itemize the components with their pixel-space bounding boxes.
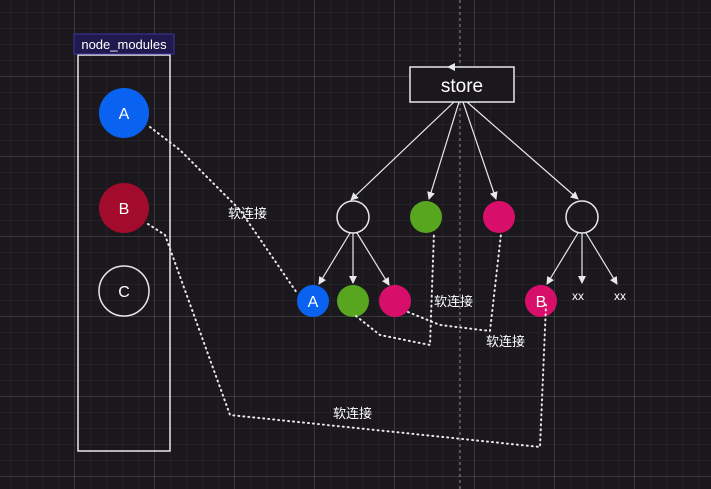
symlink-label-4: 软连接 (333, 406, 372, 421)
nm-package-c-label: C (118, 284, 130, 301)
edge-store-green (427, 101, 460, 200)
symlink-label-2: 软连接 (434, 294, 473, 309)
store-pkg-pink (483, 201, 515, 233)
symlink-b (147, 223, 547, 449)
edge-dir2-b (546, 232, 579, 285)
symlink-green (355, 231, 435, 347)
store-leaf-pink (379, 285, 411, 317)
store-leaf-a: A (297, 285, 329, 317)
store-box (409, 66, 515, 103)
symlink-label-1: 软连接 (228, 206, 267, 221)
nm-package-c: C (98, 265, 150, 317)
store-leaf-b-circle (525, 285, 557, 317)
edge-dir1-pink (356, 232, 390, 286)
node-modules-panel: node_modules (73, 33, 175, 452)
edge-store-pink (462, 101, 498, 200)
store-dir-node-2 (565, 200, 599, 234)
store-leaf-a-circle (297, 285, 329, 317)
node-modules-frame (77, 54, 171, 452)
symlink-pink (407, 233, 502, 333)
nm-package-a-label: A (119, 106, 130, 123)
node-modules-title-badge (73, 33, 175, 55)
symlink-label-3: 软连接 (486, 334, 525, 349)
nm-package-a-circle (99, 88, 149, 138)
node-modules-title: node_modules (81, 37, 167, 52)
store-leaf-a-label: A (308, 294, 319, 311)
store-dir-node-1 (336, 200, 370, 234)
edge-store-dir1 (350, 101, 455, 201)
store-leaf-xx-2: xx (614, 289, 626, 303)
nm-package-b-circle (99, 183, 149, 233)
symlinks (147, 126, 547, 449)
store-leaf-green (337, 285, 369, 317)
nm-package-b: B (99, 183, 149, 233)
nm-package-a: A (99, 88, 149, 138)
edge-store-dir2 (466, 101, 579, 200)
store-leaf-xx-1: xx (572, 289, 584, 303)
edge-dir1-a (318, 232, 351, 285)
store-pkg-green (410, 201, 442, 233)
symlink-a (149, 126, 298, 294)
store-node: store (409, 66, 515, 103)
store-label: store (441, 76, 483, 97)
edge-dir2-xx2 (585, 232, 618, 285)
store-leaf-b: B (525, 285, 557, 317)
store-leaf-b-label: B (536, 294, 547, 311)
nm-package-b-label: B (119, 201, 130, 218)
nm-package-c-circle (98, 265, 150, 317)
